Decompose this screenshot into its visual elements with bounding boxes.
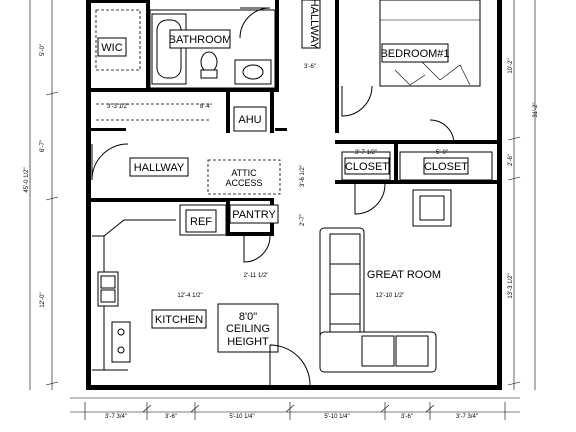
label-box-pantry bbox=[229, 204, 279, 224]
label-box-wic bbox=[97, 37, 127, 57]
dim-8-4: 8'-4" bbox=[200, 104, 212, 110]
dim-31-2: 31'-2" bbox=[533, 102, 539, 117]
room-label-pantry: PANTRY bbox=[232, 209, 276, 221]
room-label-kitchen: KITCHEN bbox=[155, 314, 203, 326]
dim-3-6-top: 3'-6" bbox=[304, 64, 316, 70]
doors bbox=[91, 7, 455, 386]
room-label-bathroom: BATHROOM bbox=[169, 34, 232, 46]
ceiling-height-line2: CEILING bbox=[226, 323, 270, 335]
dim-6-7: 6'-7" bbox=[40, 140, 46, 152]
dim-12-4-half: 12'-4 1/2" bbox=[177, 293, 202, 299]
dim-12-0: 12'-0" bbox=[40, 292, 46, 307]
label-box-hallway-left bbox=[129, 157, 189, 177]
room-label-hallway-top: HALLWAY bbox=[308, 0, 320, 50]
dim-45-0-half: 45'-0 1/2" bbox=[24, 167, 30, 192]
room-label-wic: WIC bbox=[101, 42, 122, 54]
label-box-kitchen bbox=[151, 309, 207, 329]
dim-5-0-closet: 5'-0" bbox=[436, 150, 448, 156]
ceiling-height-line3: HEIGHT bbox=[227, 336, 269, 348]
room-label-ahu: AHU bbox=[238, 114, 261, 126]
label-box-closet-b bbox=[423, 157, 469, 175]
label-box-closet-a bbox=[344, 157, 390, 175]
dimension-lines bbox=[29, 0, 536, 420]
dim-2-6: 2'-6" bbox=[508, 154, 514, 166]
room-label-closet-a: CLOSET bbox=[345, 161, 389, 173]
dim-3-7-half: 3'-7 1/2" bbox=[355, 150, 377, 156]
dim-5-0-left: 5'-0" bbox=[40, 44, 46, 56]
room-label-hallway-left: HALLWAY bbox=[134, 162, 185, 174]
room-label-attic-line1: ATTIC bbox=[231, 168, 257, 178]
room-label-attic-line2: ACCESS bbox=[225, 178, 262, 188]
dim-bottom-3-6-left: 3'-6" bbox=[165, 414, 177, 420]
dim-bottom-5-10-q-right: 5'-10 1/4" bbox=[324, 414, 349, 420]
dim-12-10-half: 12'-10 1/2" bbox=[376, 293, 405, 299]
dim-3-6-half: 3'-6 1/2" bbox=[300, 165, 306, 187]
dim-bottom-3-6-right: 3'-6" bbox=[401, 414, 413, 420]
room-label-great-room: GREAT ROOM bbox=[367, 269, 441, 281]
dim-10-2: 10'-2" bbox=[508, 58, 514, 73]
room-labels: WIC BATHROOM HALLWAY BEDROOM#1 AHU HALLW… bbox=[97, 0, 469, 348]
room-label-ref: REF bbox=[190, 216, 212, 228]
label-box-bedroom bbox=[381, 43, 449, 63]
dim-3-3-half: 3'-3 1/2" bbox=[107, 104, 129, 110]
room-label-bedroom: BEDROOM#1 bbox=[380, 48, 449, 60]
label-box-bathroom bbox=[169, 29, 231, 49]
label-box-hallway-top bbox=[301, 0, 321, 49]
dim-bottom-3-7-3q-right: 3'-7 3/4" bbox=[456, 414, 478, 420]
dim-13-3-half: 13'-3 1/2" bbox=[508, 273, 514, 298]
dim-2-7: 2'-7" bbox=[300, 214, 306, 226]
dimension-labels: 5'-0" 45'-0 1/2" 6'-7" 12'-0" 3'-3 1/2" … bbox=[24, 44, 539, 420]
dim-bottom-5-10-q-left: 5'-10 1/4" bbox=[229, 414, 254, 420]
room-label-closet-b: CLOSET bbox=[424, 161, 468, 173]
dim-bottom-3-7-3q-left: 3'-7 3/4" bbox=[105, 414, 127, 420]
dim-2-11-half: 2'-11 1/2" bbox=[244, 273, 269, 279]
ceiling-height-line1: 8'0" bbox=[239, 311, 257, 323]
